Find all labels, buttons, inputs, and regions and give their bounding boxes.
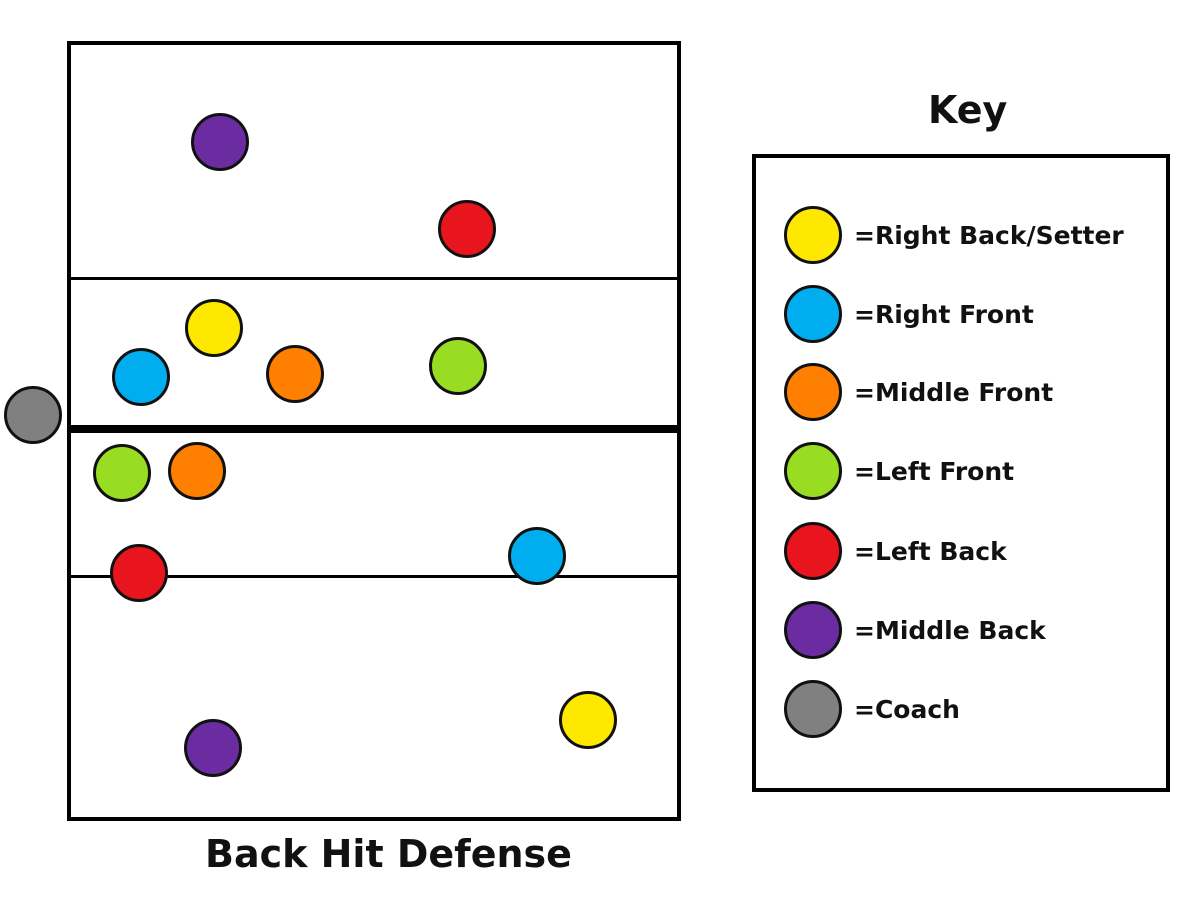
player-left-back-marker [110,544,168,602]
key-label: =Left Back [854,536,1007,566]
key-label: =Left Front [854,456,1015,486]
key-label: =Coach [854,694,960,724]
key-legend-box [752,154,1170,792]
key-item-coach: =Coach [784,679,960,739]
key-item-left-front: =Left Front [784,441,1014,501]
attack-line-bottom [67,575,681,578]
player-middle-back-marker [191,113,249,171]
key-label: =Middle Front [854,377,1054,407]
red-circle-icon [784,522,842,580]
green-circle-icon [784,442,842,500]
yellow-circle-icon [784,206,842,264]
attack-line-top [67,277,681,280]
key-item-middle-front: =Middle Front [784,362,1053,422]
purple-circle-icon [784,601,842,659]
blue-circle-icon [784,285,842,343]
key-item-middle-back: =Middle Back [784,600,1046,660]
player-left-front-marker [429,337,487,395]
player-right-back-setter-marker [185,299,243,357]
key-label: =Middle Back [854,615,1046,645]
player-middle-back-marker [184,719,242,777]
diagram-title: Back Hit Defense [205,832,572,876]
gray-circle-icon [784,680,842,738]
key-item-right-front: =Right Front [784,284,1034,344]
player-right-front-marker [508,527,566,585]
player-right-back-setter-marker [559,691,617,749]
player-coach-marker [4,386,62,444]
key-title: Key [928,88,1008,132]
player-left-back-marker [438,200,496,258]
player-middle-front-marker [168,442,226,500]
orange-circle-icon [784,363,842,421]
player-left-front-marker [93,444,151,502]
key-item-right-back-setter: =Right Back/Setter [784,205,1124,265]
net-line [67,425,681,433]
key-label: =Right Front [854,299,1034,329]
key-label: =Right Back/Setter [854,220,1124,250]
player-middle-front-marker [266,345,324,403]
key-item-left-back: =Left Back [784,521,1007,581]
player-right-front-marker [112,348,170,406]
